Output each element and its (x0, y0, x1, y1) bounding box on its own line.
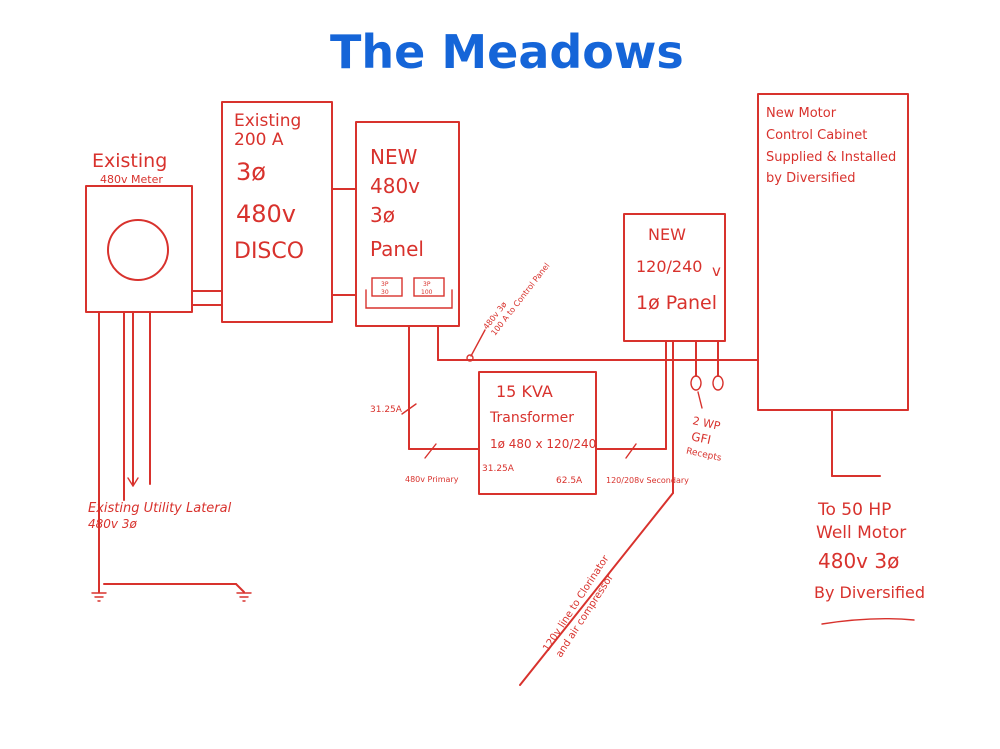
panel480-label-panel: Panel (370, 237, 424, 261)
primary-tick (401, 403, 417, 415)
clorinator-feed-diagonal (519, 492, 674, 686)
gfi-pointer (697, 391, 703, 409)
feed-tick (466, 354, 474, 362)
lateral-arrow-head-left (127, 477, 134, 487)
gfi-label-recepts: Recepts (685, 446, 722, 463)
breaker-3p-100-poles: 3P (423, 281, 431, 288)
disco-label-existing: Existing (234, 111, 301, 131)
disco-enclosure (221, 101, 333, 323)
well-motor-label-1: To 50 HP (817, 500, 891, 520)
well-motor-label-3: 480v 3ø (818, 549, 899, 573)
ground-drop (235, 583, 245, 593)
primary-label-tick (424, 443, 437, 459)
gfi-receptacle-2 (712, 375, 724, 391)
mcc-label-3: Supplied & Installed (766, 150, 896, 165)
mcc-label-4: by Diversified (766, 171, 856, 186)
panel480-label-phase: 3ø (370, 203, 395, 227)
panel480-label-new: NEW (370, 145, 418, 169)
mcc-label-1: New Motor (766, 106, 837, 121)
feed-label-leader (470, 329, 486, 357)
mcc-label-2: Control Cabinet (766, 128, 867, 143)
breaker-3p-30-amps: 30 (381, 289, 389, 296)
meter-sublabel: 480v Meter (100, 173, 163, 186)
disco-label-phase: 3ø (236, 158, 266, 186)
feed-label-amps: 100 A to Control Panel (489, 261, 551, 337)
transformer-primary-amps: 31.25A (482, 464, 515, 474)
panel480-busbar (365, 289, 453, 309)
well-motor-underline (821, 617, 915, 625)
disco-label-disco: DISCO (234, 239, 304, 264)
disco-label-voltage: 480v (236, 200, 296, 228)
transformer-enclosure (478, 371, 597, 495)
breaker-3p-30-poles: 3P (381, 281, 389, 288)
diagram-title: The Meadows (330, 25, 684, 79)
panel120-label-panel: 1ø Panel (636, 292, 717, 314)
disco-label-amps: 200 A (234, 130, 284, 150)
secondary-label: 120/208v Secondary (606, 476, 689, 485)
primary-current-label: 31.25A (370, 405, 403, 415)
ground-symbol-right (236, 592, 252, 602)
gfi-label-count: 2 WP (691, 414, 721, 433)
panel120-label-new: NEW (648, 225, 686, 244)
primary-voltage-label: 480v Primary (405, 475, 459, 484)
meter-dial (107, 219, 169, 281)
breaker-3p-100-amps: 100 (421, 289, 433, 296)
transformer-label: Transformer (489, 410, 574, 426)
panel120-label-v: v (712, 262, 721, 280)
breaker-3p-30 (371, 277, 403, 297)
panel120-label-voltage: 120/240 (636, 257, 702, 276)
panel480-enclosure (355, 121, 460, 327)
gfi-label-type: GFI (690, 429, 712, 447)
well-motor-label-2: Well Motor (816, 523, 906, 543)
breaker-3p-100 (413, 277, 445, 297)
lateral-arrow-head-right (132, 477, 139, 487)
lateral-label: Existing Utility Lateral (88, 501, 232, 516)
meter-enclosure (85, 185, 193, 313)
gfi-receptacle-1 (690, 375, 702, 391)
well-motor-label-4: By Diversified (814, 583, 925, 602)
ground-symbol-left (91, 592, 107, 602)
secondary-tick (625, 443, 637, 459)
transformer-voltage: 1ø 480 x 120/240 (490, 437, 596, 451)
panel480-label-voltage: 480v (370, 174, 420, 198)
transformer-secondary-amps: 62.5A (556, 476, 583, 486)
meter-label: Existing (92, 150, 167, 172)
transformer-rating: 15 KVA (496, 382, 553, 401)
lateral-sublabel: 480v 3ø (88, 517, 137, 531)
panel120-enclosure (623, 213, 726, 342)
